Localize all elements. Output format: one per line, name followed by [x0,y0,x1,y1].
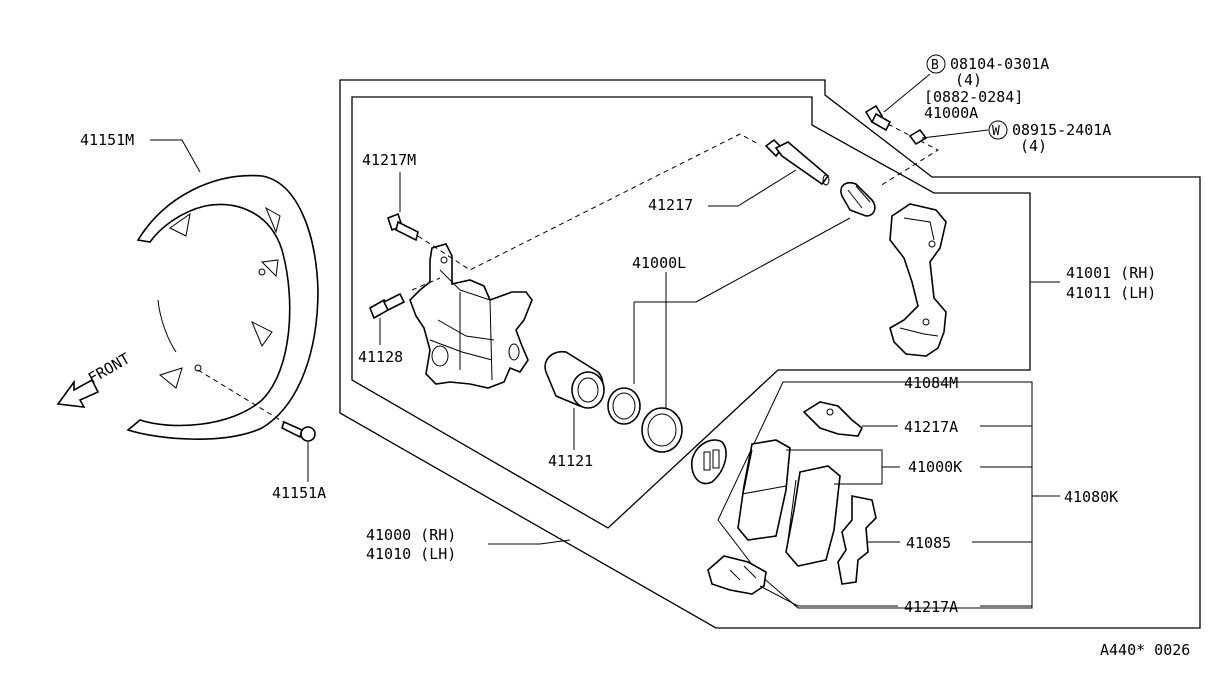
leader-41217 [708,169,797,207]
label-41001: 41001 (RH) [1066,264,1156,282]
bolt-41217M-part [387,212,419,242]
leader-41217A-bot [759,585,898,607]
brake-pad-outer-part [785,465,841,567]
brake-pad-inner-part [737,439,791,541]
pad-spring-41085-part [837,495,877,585]
label-41011: 41011 (LH) [1066,284,1156,302]
label-41121: 41121 [548,452,593,470]
leader-41000K [786,449,900,485]
label-41000: 41000 (RH) [366,526,456,544]
leader-washer [921,129,989,139]
label-bolt-range: [0882-0284] [924,88,1023,106]
label-41151M: 41151M [80,131,134,149]
caliper-body-part [409,243,533,389]
leader-41000L [633,217,851,408]
piston-41121-part [544,350,605,409]
label-41217: 41217 [648,196,693,214]
caliper-bracket-part [889,203,947,357]
bolt-circle-letter: B [931,58,939,73]
leader-bolt-08104 [883,73,931,113]
label-bolt-qty: (4) [955,71,982,89]
bolt-08104-part [864,104,892,132]
leader-41080K [972,382,1060,608]
label-41000L: 41000L [632,254,686,272]
label-41128: 41128 [358,348,403,366]
label-washer-code: 08915-2401A [1012,121,1111,139]
label-41080K: 41080K [1064,488,1118,506]
leader-41151M [150,139,201,173]
reference-code: A440* 0026 [1100,641,1190,659]
label-41010: 41010 (LH) [366,545,456,563]
label-41000K: 41000K [908,458,962,476]
bolt-41151A-part [281,420,316,442]
assembly-41000-outline [339,79,1201,629]
bolt-circle-marker [926,54,946,74]
pad-wear-shim-part [690,439,727,485]
washer-08915-part [908,128,928,146]
label-41085: 41085 [906,534,951,552]
label-41084M: 41084M [904,374,958,392]
clip-41217A-bottom-part [707,555,767,595]
label-washer-qty: (4) [1020,137,1047,155]
dashline-bolt-guide [879,119,940,187]
washer-circle-letter: W [992,124,1000,139]
label-41217A-top: 41217A [904,418,958,436]
label-41217A-bot: 41217A [904,598,958,616]
front-arrow-icon [56,378,100,408]
pin-boot-part [840,181,876,217]
label-front: FRONT [85,349,133,387]
clip-41217A-top-part [802,401,864,437]
splash-guard-part [126,174,319,440]
label-41217M: 41217M [362,151,416,169]
piston-boot-part [641,407,683,453]
dashline-upper-guide [417,133,761,271]
piston-seal-part [607,387,641,425]
leader-41000 [488,539,571,545]
label-41151A: 41151A [272,484,326,502]
label-bolt-code: 08104-0301A [950,55,1049,73]
slide-pin-41217-part [764,138,830,186]
label-bolt-alt: 41000A [924,104,978,122]
washer-circle-marker [988,120,1008,140]
bleeder-41128-part [368,292,406,320]
